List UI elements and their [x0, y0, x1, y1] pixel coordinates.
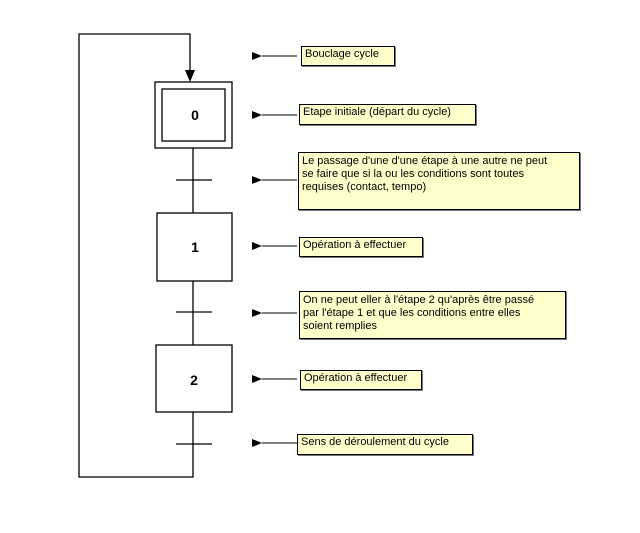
- annotation-arrows: [252, 52, 297, 447]
- step-2: 2: [155, 344, 233, 413]
- step-1: 1: [156, 212, 233, 282]
- step-0: 0: [154, 81, 233, 149]
- note-passage-conditions: Le passage d'une d'une étape à une autre…: [298, 152, 580, 210]
- note-condition-etape-2: On ne peut eller à l'étape 2 qu'après êt…: [299, 291, 566, 339]
- loop-arrowhead: [185, 70, 195, 82]
- loop-back-line: [78, 33, 194, 478]
- note-etape-initiale: Etape initiale (départ du cycle): [299, 104, 476, 125]
- note-bouclage-cycle: Bouclage cycle: [301, 46, 395, 66]
- step-1-label: 1: [191, 239, 199, 255]
- step-2-label: 2: [190, 372, 198, 388]
- note-operation-1: Opération à effectuer: [299, 237, 423, 257]
- note-operation-2: Opération à effectuer: [300, 370, 422, 390]
- note-sens-deroulement: Sens de déroulement du cycle: [297, 434, 473, 455]
- step-0-label: 0: [191, 107, 199, 123]
